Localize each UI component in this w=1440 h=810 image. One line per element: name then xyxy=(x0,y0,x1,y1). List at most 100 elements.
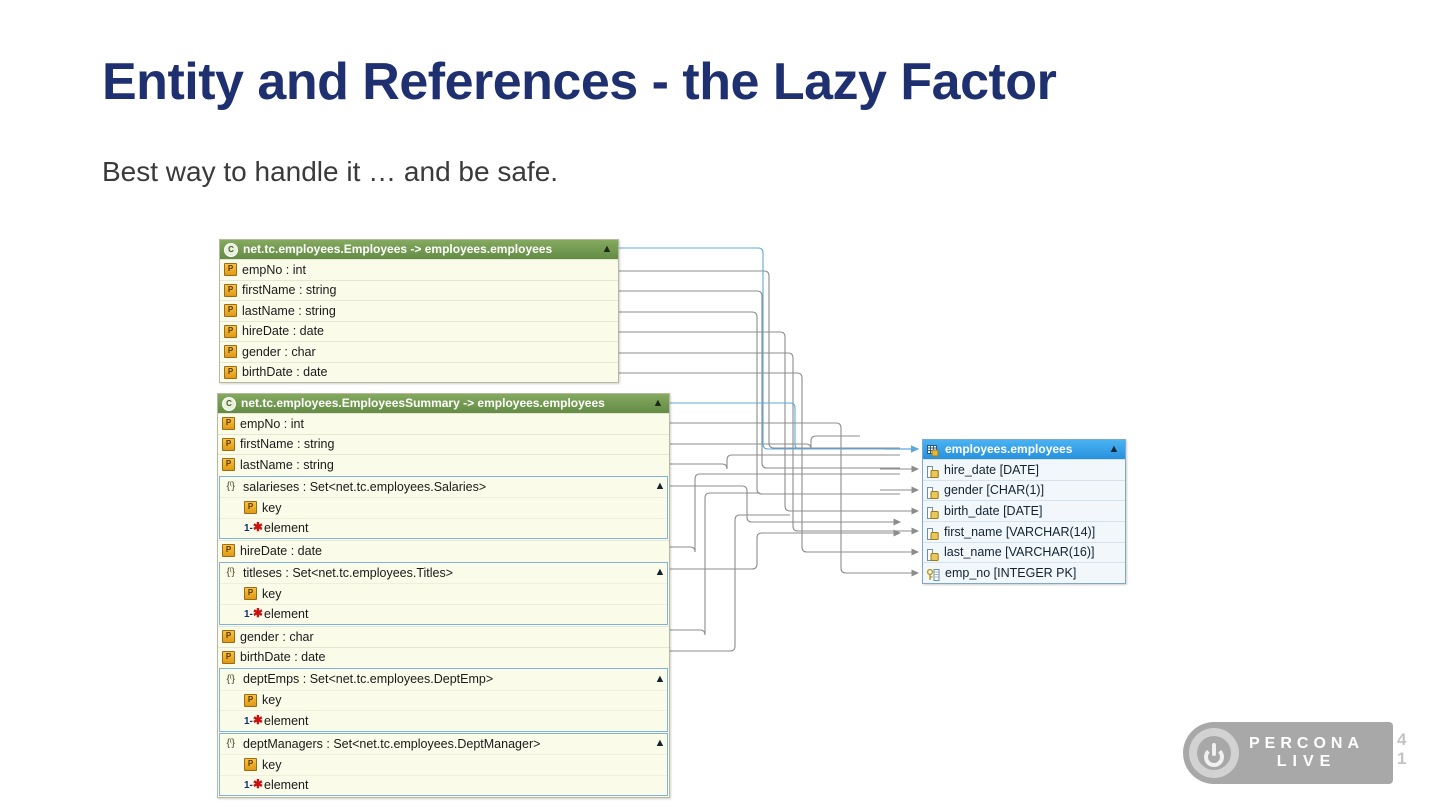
property-icon: P xyxy=(224,263,237,277)
collection-key-row[interactable]: P key xyxy=(220,583,667,604)
collection-header[interactable]: {⁽} salarieses : Set<net.tc.employees.Sa… xyxy=(220,477,667,498)
property-icon: P xyxy=(222,417,235,431)
chevron-up-icon[interactable]: ▲ xyxy=(1108,443,1120,455)
property-row[interactable]: P hireDate : date xyxy=(220,320,618,342)
multiplicity-icon: 1-✱ xyxy=(244,712,263,727)
collection-group-titleses[interactable]: {⁽} titleses : Set<net.tc.employees.Titl… xyxy=(219,561,668,625)
property-icon: P xyxy=(244,758,257,772)
chevron-up-icon[interactable]: ▲ xyxy=(654,672,666,685)
collection-key-row[interactable]: P key xyxy=(220,689,667,711)
collection-label: deptManagers : Set<net.tc.employees.Dept… xyxy=(243,736,541,751)
collection-label: salarieses : Set<net.tc.employees.Salari… xyxy=(243,479,487,494)
collection-element-row[interactable]: 1-✱ element xyxy=(220,774,667,796)
db-table-employees[interactable]: employees.employees ▲ hire_date [DATE] g… xyxy=(922,439,1126,585)
property-row[interactable]: P lastName : string xyxy=(220,300,618,321)
collection-element-label: element xyxy=(264,521,309,535)
chevron-up-icon[interactable]: ▲ xyxy=(654,737,666,750)
collection-group-salarieses[interactable]: {⁽} salarieses : Set<net.tc.employees.Sa… xyxy=(219,475,668,539)
property-label: birthDate : date xyxy=(240,650,326,664)
db-primary-key-row[interactable]: emp_no [INTEGER PK] xyxy=(923,562,1125,584)
db-column-row[interactable]: gender [CHAR(1)] xyxy=(923,479,1125,501)
collection-key-label: key xyxy=(262,586,282,601)
chevron-up-icon[interactable]: ▲ xyxy=(654,480,666,493)
property-row[interactable]: P birthDate : date xyxy=(220,361,618,383)
page-number-digit-2: 1 xyxy=(1397,749,1407,768)
collection-element-row[interactable]: 1-✱ element xyxy=(220,603,667,625)
db-table-title: employees.employees xyxy=(945,442,1073,456)
collection-element-row[interactable]: 1-✱ element xyxy=(220,710,667,731)
db-table-header[interactable]: employees.employees ▲ xyxy=(923,440,1125,459)
collection-key-label: key xyxy=(262,757,282,772)
column-icon xyxy=(927,485,939,499)
collection-header[interactable]: {⁽} deptEmps : Set<net.tc.employees.Dept… xyxy=(220,669,667,690)
property-icon: P xyxy=(222,630,235,644)
property-label: birthDate : date xyxy=(242,365,328,379)
db-column-label: last_name [VARCHAR(16)] xyxy=(944,545,1095,560)
db-column-row[interactable]: first_name [VARCHAR(14)] xyxy=(923,521,1125,542)
percona-live-logo: PERCONA LIVE xyxy=(1183,722,1393,784)
collection-element-label: element xyxy=(264,713,309,728)
property-label: gender : char xyxy=(242,344,316,359)
entity-title: net.tc.employees.EmployeesSummary -> emp… xyxy=(241,396,605,410)
collection-icon: {⁽} xyxy=(226,737,235,750)
entity-title: net.tc.employees.Employees -> employees.… xyxy=(243,242,553,256)
entity-header[interactable]: C net.tc.employees.EmployeesSummary -> e… xyxy=(218,394,669,413)
multiplicity-icon: 1-✱ xyxy=(244,520,263,535)
entity-box-employees-summary[interactable]: C net.tc.employees.EmployeesSummary -> e… xyxy=(217,393,670,798)
property-icon: P xyxy=(222,437,235,451)
property-label: lastName : string xyxy=(240,457,334,472)
property-row[interactable]: P lastName : string xyxy=(218,454,669,475)
chevron-up-icon[interactable]: ▲ xyxy=(601,243,613,255)
collection-group-deptemps[interactable]: {⁽} deptEmps : Set<net.tc.employees.Dept… xyxy=(219,668,668,732)
property-row[interactable]: P firstName : string xyxy=(218,433,669,455)
property-row[interactable]: P firstName : string xyxy=(220,279,618,301)
property-icon: P xyxy=(222,458,235,472)
db-column-row[interactable]: birth_date [DATE] xyxy=(923,500,1125,522)
page-title: Entity and References - the Lazy Factor xyxy=(102,53,1057,111)
primary-key-icon xyxy=(926,567,940,582)
db-column-label: hire_date [DATE] xyxy=(944,462,1039,477)
property-row[interactable]: P birthDate : date xyxy=(218,646,669,668)
db-column-row[interactable]: last_name [VARCHAR(16)] xyxy=(923,541,1125,563)
property-label: firstName : string xyxy=(240,437,335,451)
collection-element-label: element xyxy=(264,778,309,792)
property-icon: P xyxy=(222,544,235,558)
chevron-up-icon[interactable]: ▲ xyxy=(654,566,666,579)
property-label: empNo : int xyxy=(240,416,304,431)
collection-key-row[interactable]: P key xyxy=(220,754,667,775)
collection-element-row[interactable]: 1-✱ element xyxy=(220,517,667,539)
brand-line-2: LIVE xyxy=(1276,753,1337,770)
property-label: hireDate : date xyxy=(242,324,324,338)
property-row[interactable]: P gender : char xyxy=(218,626,669,647)
property-icon: P xyxy=(224,345,237,359)
power-icon xyxy=(1189,728,1239,778)
property-label: firstName : string xyxy=(242,283,337,297)
collection-group-deptmanagers[interactable]: {⁽} deptManagers : Set<net.tc.employees.… xyxy=(219,732,668,796)
property-icon: P xyxy=(224,304,237,318)
collection-icon: {⁽} xyxy=(226,480,235,493)
collection-key-row[interactable]: P key xyxy=(220,497,667,518)
entity-header[interactable]: C net.tc.employees.Employees -> employee… xyxy=(220,240,618,259)
collection-key-label: key xyxy=(262,693,282,707)
brand-wordmark: PERCONA LIVE xyxy=(1249,735,1364,771)
collection-header[interactable]: {⁽} titleses : Set<net.tc.employees.Titl… xyxy=(220,563,667,584)
property-row[interactable]: P empNo : int xyxy=(218,413,669,434)
property-label: empNo : int xyxy=(242,262,306,277)
property-row[interactable]: P gender : char xyxy=(220,341,618,362)
property-icon: P xyxy=(244,693,257,707)
multiplicity-icon: 1-✱ xyxy=(244,777,263,792)
collection-key-label: key xyxy=(262,500,282,515)
page-subtitle: Best way to handle it … and be safe. xyxy=(102,156,559,187)
collection-header[interactable]: {⁽} deptManagers : Set<net.tc.employees.… xyxy=(220,734,667,755)
property-row[interactable]: P hireDate : date xyxy=(218,540,669,561)
property-row[interactable]: P empNo : int xyxy=(220,259,618,280)
property-label: gender : char xyxy=(240,629,314,644)
entity-box-employees[interactable]: C net.tc.employees.Employees -> employee… xyxy=(219,239,619,383)
collection-icon: {⁽} xyxy=(226,566,235,579)
column-icon xyxy=(927,505,939,520)
collection-element-label: element xyxy=(264,607,309,621)
table-icon xyxy=(927,444,940,456)
db-column-row[interactable]: hire_date [DATE] xyxy=(923,459,1125,480)
chevron-up-icon[interactable]: ▲ xyxy=(652,397,664,409)
